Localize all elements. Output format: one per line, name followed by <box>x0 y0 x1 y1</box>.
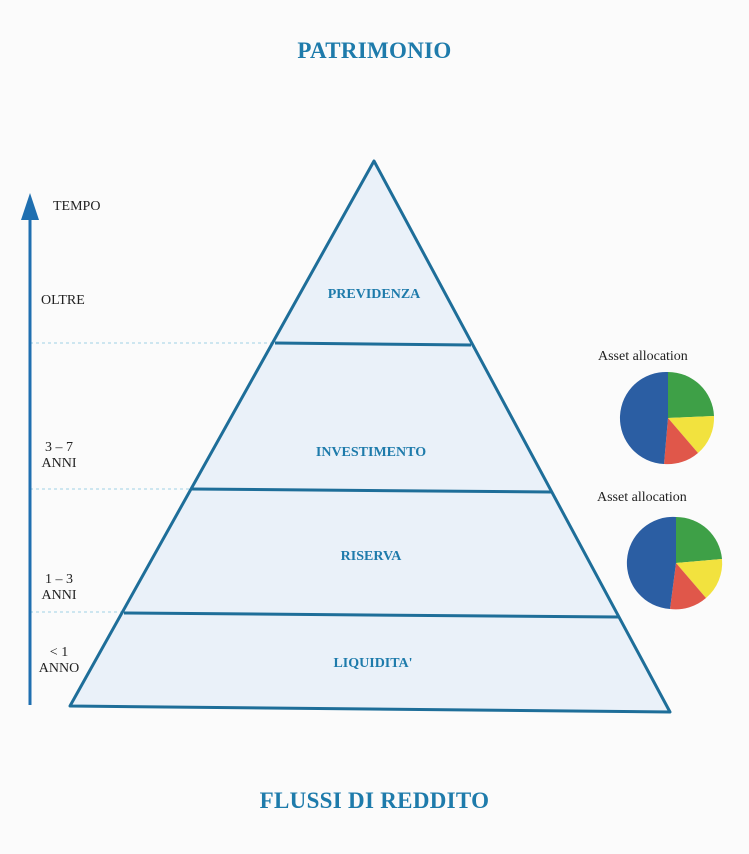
time-axis-arrowhead <box>21 193 39 220</box>
asset-allocation-pie-2 <box>626 516 723 610</box>
time-tick-line2: ANNI <box>41 456 77 471</box>
time-axis-label: TEMPO <box>53 199 101 214</box>
time-tick-line1: 1 – 3 <box>45 572 73 587</box>
asset-allocation-pie-1 <box>619 371 715 465</box>
pie1-slice-blue <box>619 371 668 464</box>
level-label-previdenza: PREVIDENZA <box>328 287 421 302</box>
time-tick-line2: ANNI <box>41 588 77 603</box>
pie1-slice-red <box>664 418 698 465</box>
pie1-slice-green <box>668 371 714 418</box>
pie1-slice-yellow <box>668 416 715 453</box>
time-tick-1-3: 1 – 3 ANNI <box>36 572 82 604</box>
pyramid-divider-1 <box>274 341 472 347</box>
time-tick-less-1: < 1 ANNO <box>34 645 84 677</box>
time-tick-line1: 3 – 7 <box>45 440 73 455</box>
bottom-title: FLUSSI DI REDDITO <box>259 788 490 813</box>
pyramid-divider-2 <box>191 487 552 494</box>
pyramid-shape <box>68 159 672 714</box>
asset-allocation-caption-2: Asset allocation <box>597 490 687 505</box>
asset-allocation-caption-1: Asset allocation <box>598 349 688 364</box>
level-label-investimento: INVESTIMENTO <box>316 445 426 460</box>
level-label-liquidita: LIQUIDITA' <box>333 656 412 671</box>
time-tick-line1: OLTRE <box>41 293 85 308</box>
pie2-slice-blue <box>626 516 676 609</box>
pie2-slice-red <box>670 563 706 610</box>
level-label-riserva: RISERVA <box>341 549 403 564</box>
pyramid-divider-3 <box>123 611 619 619</box>
pie2-slice-yellow <box>676 559 723 598</box>
time-tick-oltre: OLTRE <box>41 293 85 309</box>
time-tick-line1: < 1 <box>49 645 69 660</box>
time-tick-3-7: 3 – 7 ANNI <box>36 440 82 472</box>
pie2-slice-green <box>676 516 722 563</box>
page-title: PATRIMONIO <box>297 38 452 63</box>
time-tick-line2: ANNO <box>38 661 80 676</box>
